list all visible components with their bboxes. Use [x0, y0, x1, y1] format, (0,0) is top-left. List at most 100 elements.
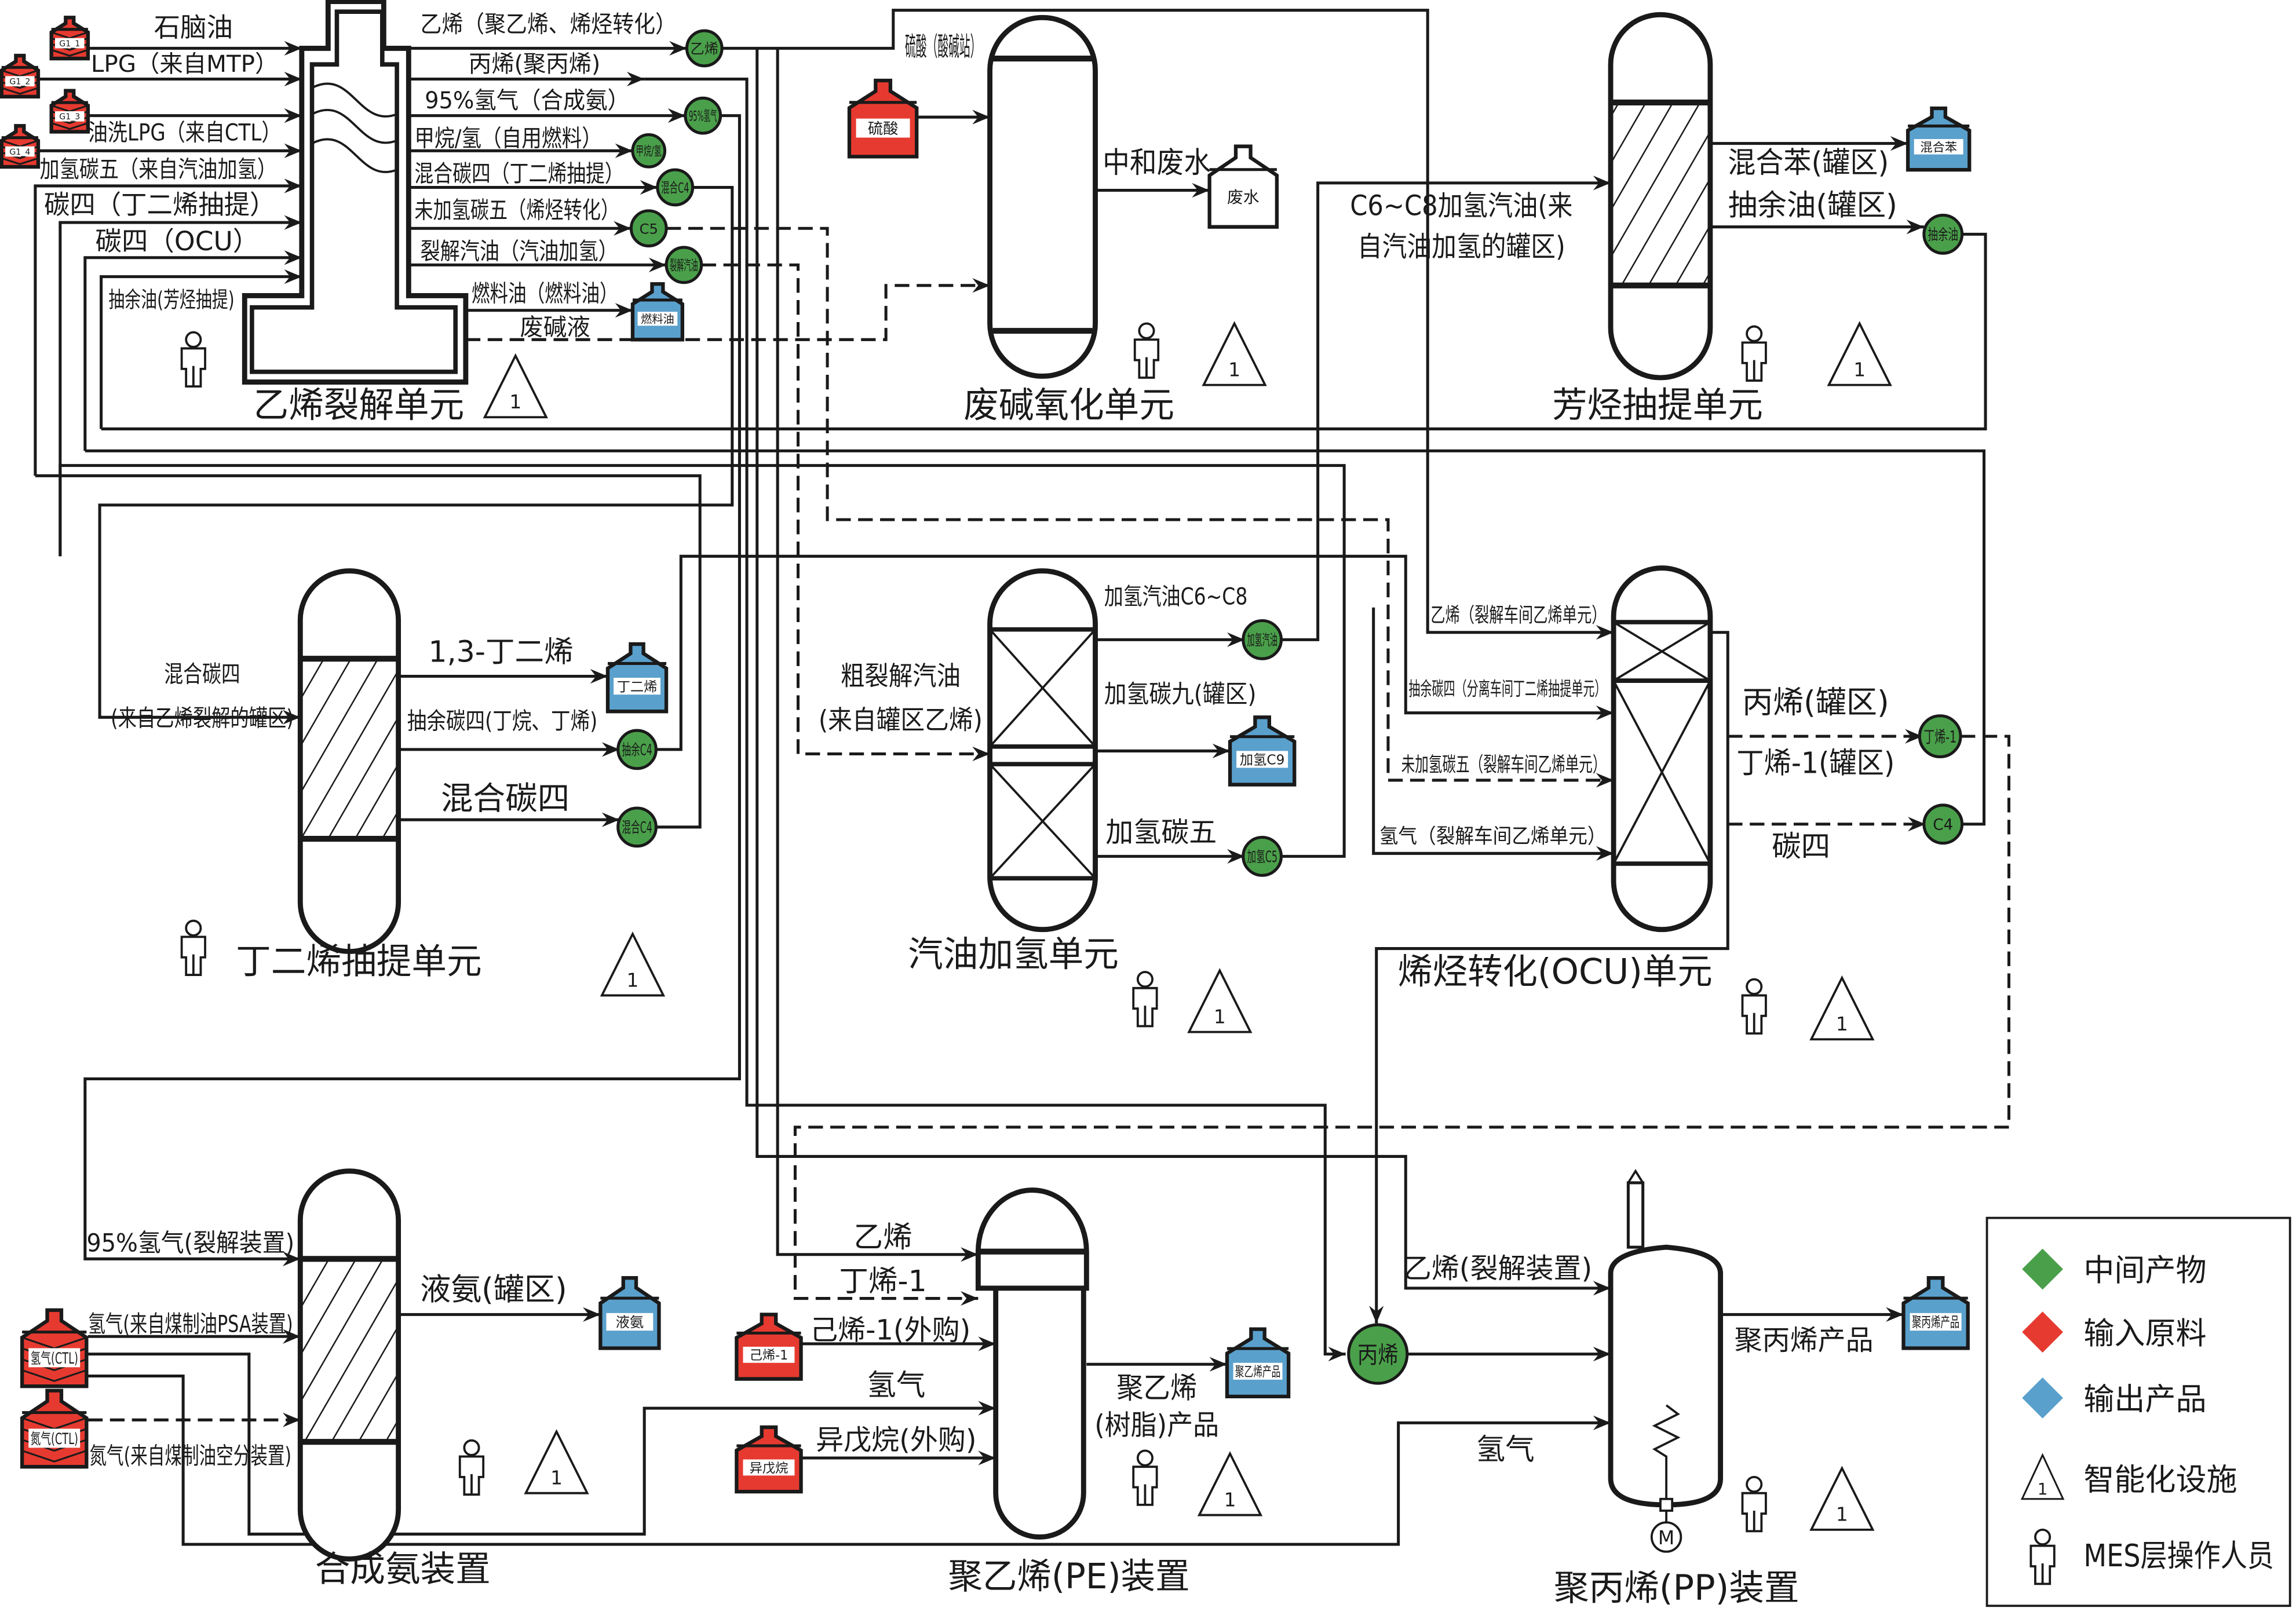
tank-label-bg — [637, 312, 678, 326]
operator-person-icon — [458, 1439, 485, 1496]
flow-label: 混合苯(罐区) — [1728, 145, 1889, 180]
green-circle-icon — [616, 729, 658, 770]
flow-label: 废碱氧化单元 — [963, 385, 1174, 426]
tank-label: 加氢C9 — [1240, 752, 1284, 768]
pipe-line — [666, 226, 1614, 788]
facility-number: 1 — [1836, 1504, 1848, 1526]
person-head — [1138, 322, 1155, 339]
shaft-seal — [1659, 1497, 1674, 1512]
packing-cross — [989, 763, 1096, 879]
tank-label: 丁二烯 — [617, 679, 658, 695]
pipe-line — [1372, 607, 1614, 861]
flow-label: 碳四（OCU） — [95, 226, 259, 257]
smart-facility-triangle-icon: 1 — [1809, 1465, 1875, 1531]
node-label: 丁烯-1 — [1923, 728, 1956, 747]
tank-label-bg — [1910, 1313, 1962, 1331]
intermediate-node: 混合C4 — [616, 806, 658, 848]
tank-label-bg — [55, 111, 85, 122]
labels: 中间产物输入原料输出产品智能化设施MES层操作人员石脑油LPG（来自MTP）油洗… — [39, 11, 2273, 1609]
packing-bed — [987, 762, 1098, 881]
tank-label-bg — [55, 38, 85, 49]
node-label: 乙烯 — [691, 40, 719, 57]
packing-hatched — [298, 1256, 401, 1445]
pp-stack — [1626, 1181, 1645, 1249]
operator-person-icon — [1741, 978, 1767, 1035]
legend-label: MES层操作人员 — [2083, 1538, 2274, 1574]
tank-label: 聚丙烯产品 — [1912, 1314, 1959, 1331]
cracking-furnace-inner — [250, 9, 458, 374]
flow-label: (树脂)产品 — [1094, 1409, 1219, 1441]
person-body — [1133, 338, 1160, 379]
flow-label: 乙烯(裂解装置) — [1404, 1252, 1592, 1285]
flow-label: 芳烃抽提单元 — [1552, 385, 1763, 426]
flow-label: 加氢碳五（来自汽油加氢） — [39, 155, 276, 183]
green-circle-icon — [1922, 213, 1964, 255]
flow-label: 混合碳四（丁二烯抽提） — [414, 160, 623, 187]
person-head — [463, 1439, 480, 1456]
tank-label-bg — [5, 146, 35, 157]
flow-label: 1,3-丁二烯 — [428, 634, 573, 668]
operator-person-icon — [1132, 971, 1158, 1028]
flow-label: 95%氢气(裂解装置) — [86, 1229, 294, 1258]
tank-label-bg — [1216, 187, 1271, 207]
tank-label-bg — [743, 1459, 795, 1476]
green-circle-icon — [665, 246, 703, 284]
flow-label: 氢气（裂解车间乙烯单元） — [1379, 824, 1607, 849]
smart-facility-triangle-icon: 1 — [1809, 975, 1875, 1041]
intermediate-node: 丁烯-1 — [1918, 714, 1962, 759]
tank-pattern — [1, 87, 39, 95]
flow-label: 汽油加氢单元 — [908, 934, 1119, 975]
operator-person-icon — [2029, 1528, 2056, 1585]
tank-label: G1_3 — [59, 112, 80, 122]
flow-label: 碳四 — [1772, 829, 1830, 863]
person-head — [1746, 978, 1763, 995]
pipe-line — [755, 48, 1611, 1296]
flow-label: 抽余碳四（分离车间丁二烯抽提单元） — [1408, 678, 1606, 700]
hydrogen-ctl-tank: 氢气(CTL) — [20, 1308, 89, 1388]
caustic-oxidation-column — [987, 14, 1098, 379]
pp-reactor — [1608, 1244, 1724, 1508]
tank-label-bg — [743, 1346, 795, 1363]
node-label: 混合C4 — [622, 820, 652, 837]
node-label: C4 — [1933, 817, 1953, 834]
flow-label: 未加氢碳五（裂解车间乙烯单元） — [1401, 753, 1607, 777]
triangle — [1197, 1451, 1263, 1516]
flow-label: 聚乙烯(PE)装置 — [948, 1556, 1190, 1597]
person-head — [1136, 971, 1154, 988]
legend-label: 智能化设施 — [2083, 1462, 2237, 1498]
butadiene-tank: 丁二烯 — [605, 642, 669, 714]
flow-label: 混合碳四 — [441, 780, 570, 818]
triangle — [1827, 321, 1892, 386]
pipe-line — [1279, 176, 1611, 641]
intermediate-node: 甲烷/氢 — [631, 133, 667, 169]
flow-label: 抽余油(芳烃抽提) — [108, 287, 234, 312]
operator-person-icon — [1741, 1475, 1767, 1533]
node-label: 95%氢气 — [689, 108, 717, 125]
smart-facility-triangle-icon: 1 — [1827, 321, 1892, 386]
green-circle-icon — [685, 29, 724, 68]
facility-number: 1 — [550, 1467, 563, 1489]
pipe-line — [35, 474, 702, 829]
triangle — [1809, 975, 1875, 1041]
flow-label: 自汽油加氢的罐区) — [1357, 231, 1565, 263]
person-body — [1741, 341, 1767, 382]
waste-water-tank: 废水 — [1207, 144, 1279, 229]
triangle — [1809, 1465, 1875, 1531]
gasoline-hydrogenation-column — [987, 568, 1098, 933]
operator-person-icon — [1133, 322, 1160, 379]
polypropylene-product-tank: 聚丙烯产品 — [1901, 1276, 1970, 1350]
pipe-line — [83, 250, 302, 451]
pipe-line — [793, 734, 2010, 1306]
person-head — [1136, 1449, 1154, 1467]
node-label: 抽余C4 — [622, 742, 652, 759]
tank-label: 异戊烷 — [750, 1461, 789, 1476]
flow-label: 聚丙烯(PP)装置 — [1554, 1568, 1799, 1609]
facility-number: 1 — [2038, 1479, 2048, 1499]
person-body — [1132, 1465, 1158, 1506]
legend-label: 输入原料 — [2083, 1315, 2206, 1351]
node-label: 抽余油 — [1928, 226, 1958, 244]
operator-person-icon — [1741, 325, 1767, 382]
intermediate-node: 丙烯 — [1347, 1323, 1409, 1385]
person-body — [180, 935, 206, 976]
tank-label: 废水 — [1227, 188, 1260, 207]
